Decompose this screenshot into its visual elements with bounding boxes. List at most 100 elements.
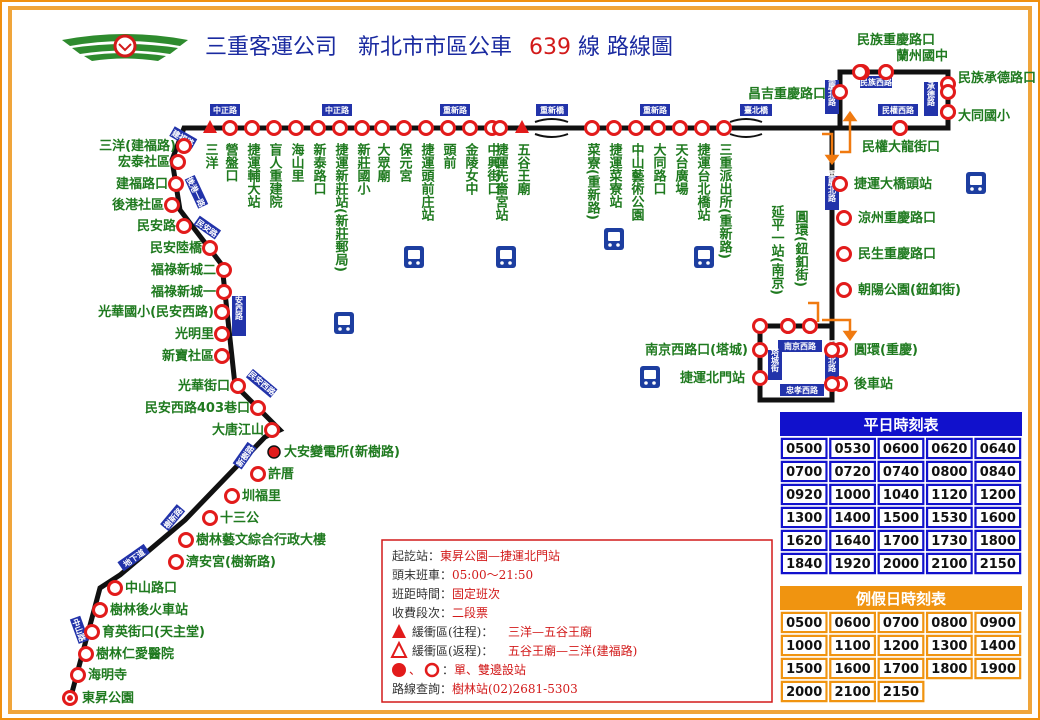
station-label: 海明寺 [88, 667, 127, 683]
station-marker [396, 120, 412, 136]
station-east: 朝陽公園(鈕釦街) [836, 282, 961, 298]
time-cell: 1730 [924, 528, 975, 553]
svg-text:1900: 1900 [980, 662, 1016, 677]
station-marker [78, 646, 94, 662]
legend-dot-icon [392, 663, 406, 677]
svg-text:0740: 0740 [883, 465, 919, 480]
station-label: 保元宮 [397, 142, 414, 182]
time-cell: 1920 [827, 551, 878, 576]
time-cell: 1800 [924, 656, 975, 681]
station-label: 捷運輔大站 [245, 142, 261, 209]
station-marker [250, 400, 266, 416]
station-label: 南京西路口(塔城) [645, 342, 748, 358]
one-way-arrows [808, 110, 858, 342]
time-cell: 1500 [876, 505, 926, 530]
station-marker [168, 554, 184, 570]
station-west: 光明里 [174, 326, 230, 342]
svg-text:0720: 0720 [835, 465, 871, 480]
svg-text:0700: 0700 [883, 616, 919, 631]
time-cell: 1300 [779, 505, 830, 530]
time-cell: 0700 [876, 610, 926, 635]
svg-text:臺北橋: 臺北橋 [744, 105, 769, 115]
station-marker [832, 176, 848, 192]
station-marker [216, 262, 232, 278]
station-label: 捷運大橋頭站 [854, 176, 932, 192]
station-top: 捷運頭前庄站 [418, 120, 435, 222]
station-marker [266, 120, 282, 136]
station-label: 捷運頭前庄站 [419, 142, 435, 222]
station-marker [224, 488, 240, 504]
station-label: 三洋(建福路) [99, 138, 176, 154]
station-marker [752, 370, 768, 386]
station-east: 後車站 [832, 376, 893, 392]
mrt-icon [496, 246, 516, 268]
svg-text:重新路: 重新路 [443, 105, 468, 115]
station-west: 民安陸橋 [150, 240, 218, 256]
station-marker [202, 510, 218, 526]
station-marker [802, 318, 818, 334]
station-marker [716, 120, 732, 136]
time-cell: 0500 [779, 610, 830, 635]
map-inner-frame [8, 6, 1032, 714]
station-top: 捷運先嗇宮站 [492, 120, 508, 222]
station-label: 涼州重慶路口 [858, 210, 936, 226]
time-cell: 1100 [827, 633, 878, 658]
station-west: 樹林藝文綜合行政大樓 [178, 532, 326, 548]
station-marker [462, 120, 478, 136]
station-marker [354, 120, 370, 136]
svg-text:0920: 0920 [786, 488, 822, 503]
station-label: 圓環(鈕釦街) [793, 210, 810, 287]
station-east: 昌吉重慶路口 [748, 84, 848, 102]
station-label: 光華街口 [177, 378, 230, 394]
info-value: 05:00～21:50 [452, 568, 533, 582]
station-top: 盲人重建院 [266, 120, 282, 209]
station-east: 捷運大橋頭站 [832, 176, 932, 192]
station-marker [878, 64, 894, 80]
svg-text:1200: 1200 [883, 639, 919, 654]
station-label: 昌吉重慶路口 [748, 86, 826, 102]
time-cell: 1400 [827, 505, 878, 530]
terminus-dot [67, 695, 73, 701]
svg-text:重新路: 重新路 [643, 105, 668, 115]
station-label: 捷運新莊站(新莊郵局) [333, 142, 349, 271]
station-west: 海明寺 [70, 667, 127, 683]
station-marker [164, 197, 180, 213]
road-tag-taibei-bridge: 臺北橋 [740, 104, 772, 116]
station-label: 育英街口(天主堂) [102, 624, 205, 640]
info-line: 班距時間：固定班次 [392, 586, 500, 601]
time-cell: 1800 [972, 528, 1023, 553]
time-cell: 2100 [924, 551, 975, 576]
station-top: 金陵女中 [462, 120, 480, 196]
route-suffix: 線 路線圖 [578, 35, 673, 60]
station-top: 中山藝術公園 [628, 120, 645, 222]
station-label: 頭前 [441, 143, 457, 170]
info-line: 緩衝區(返程)：五谷王廟—三洋(建福路) [390, 640, 637, 658]
station-marker [836, 210, 852, 226]
station-label: 朝陽公園(鈕釦街) [858, 282, 961, 298]
station-label: 金陵女中 [463, 142, 480, 196]
road-tag-tacheng: 塔城街 [768, 347, 782, 380]
svg-text:0500: 0500 [786, 442, 822, 457]
time-cell: 1700 [876, 528, 926, 553]
station-label: 許厝 [268, 466, 294, 482]
info-line: 頭末班車：05:00～21:50 [392, 568, 533, 582]
svg-text:2150: 2150 [883, 685, 919, 700]
station-marker [310, 120, 326, 136]
station-label: 延平一站(南京) [769, 204, 786, 294]
svg-text:0840: 0840 [980, 465, 1016, 480]
svg-text:1620: 1620 [786, 534, 822, 549]
time-cell: 0900 [972, 610, 1023, 635]
station-label: 營盤口 [223, 142, 240, 182]
svg-text:1800: 1800 [980, 534, 1016, 549]
station-label: 福祿新城一 [150, 284, 216, 300]
mrt-icon [604, 228, 624, 250]
station-marker [752, 342, 768, 358]
time-cell: 2000 [779, 679, 830, 704]
station-marker [214, 326, 230, 342]
time-cell: 1040 [876, 482, 926, 507]
road-tag-nanjing-w: 南京西路 [778, 340, 822, 352]
station-west: 宏泰社區 [118, 154, 186, 170]
station-west: 育英街口(天主堂) [84, 624, 205, 640]
time-cell: 0600 [827, 610, 878, 635]
legend-triangle-icon [392, 624, 406, 638]
